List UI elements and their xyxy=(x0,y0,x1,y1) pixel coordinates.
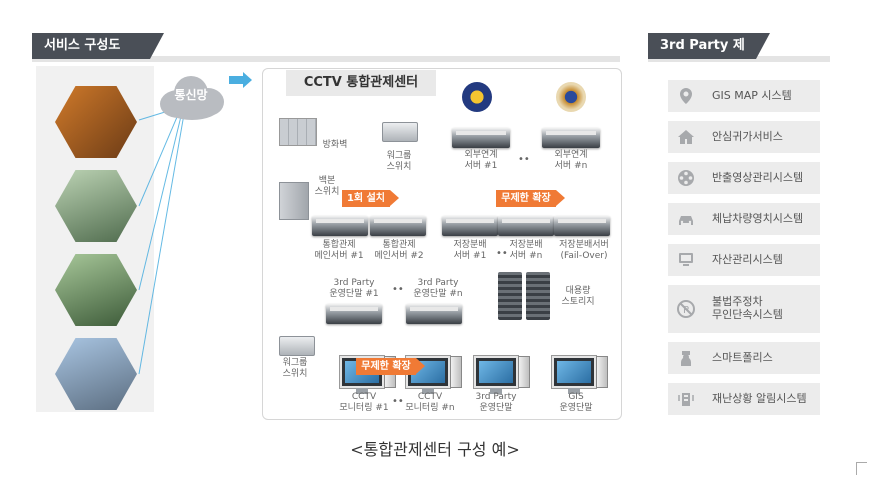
film-reel-icon xyxy=(678,170,694,186)
firewall-icon xyxy=(279,118,317,146)
storage-server-n xyxy=(498,216,554,236)
backbone-switch-icon xyxy=(279,182,309,220)
page-corner-mark xyxy=(856,462,867,475)
storage-server-1 xyxy=(442,216,498,236)
thirdparty-terminal-n-label: 3rd Party 운영단말 #n xyxy=(413,278,463,299)
thirdparty-terminal-1-label: 3rd Party 운영단말 #1 xyxy=(329,278,379,299)
monitor-icon xyxy=(679,253,693,266)
cctv-monitor-1-label: CCTV 모니터링 #1 xyxy=(339,392,389,413)
cctv-monitor-n-tower xyxy=(450,356,462,388)
badge-unlimited-expand-top: 무제한 확장 xyxy=(496,190,565,207)
svg-text:P: P xyxy=(683,305,689,316)
home-icon xyxy=(678,130,694,144)
product-item-safe-home: 안심귀가서비스 xyxy=(668,121,820,153)
police-icon xyxy=(681,351,691,366)
dots-ext: •• xyxy=(518,154,530,165)
product-label-safe-home: 안심귀가서비스 xyxy=(712,130,783,143)
main-server-1-label: 통합관제 메인서버 #1 xyxy=(314,240,364,261)
backbone-switch-label: 백본 스위치 xyxy=(314,176,340,197)
network-cloud: 통신망 xyxy=(156,72,226,122)
product-item-vehicle-seizure: 체납차량영치시스템 xyxy=(668,203,820,235)
dots-monitor: •• xyxy=(392,396,404,407)
fire-dept-emblem-icon xyxy=(556,82,586,112)
main-server-2-label: 통합관제 메인서버 #2 xyxy=(374,240,424,261)
mass-storage-unit-2 xyxy=(526,272,550,320)
thirdparty-terminal-1 xyxy=(326,304,382,324)
storage-server-n-label: 저장분배 서버 #n xyxy=(509,240,543,261)
storage-server-1-label: 저장분배 서버 #1 xyxy=(453,240,487,261)
thirdparty-terminal-tower xyxy=(518,356,530,388)
product-item-gis-map: GIS MAP 시스템 xyxy=(668,80,820,112)
map-pin-icon xyxy=(680,88,692,104)
thirdparty-terminal-label: 3rd Party 운영단말 xyxy=(475,392,517,413)
main-server-2 xyxy=(370,216,426,236)
workgroup-switch-top-label: 워그룹 스위치 xyxy=(386,151,412,172)
cloud-label: 통신망 xyxy=(174,88,208,102)
workgroup-switch-top-icon xyxy=(382,122,418,142)
firewall-label: 방화벽 xyxy=(322,140,348,150)
right-panel-title: 3rd Party 제품 xyxy=(648,33,770,79)
thirdparty-terminal-monitor xyxy=(474,356,518,394)
ext-server-n-label: 외부연계 서버 #n xyxy=(554,150,588,171)
storage-failover-label: 저장분배서버 (Fail-Over) xyxy=(559,240,609,261)
product-item-asset-mgmt: 자산관리시스템 xyxy=(668,244,820,276)
gis-terminal-label: GIS 운영단말 xyxy=(559,392,593,413)
ext-server-n xyxy=(542,128,600,148)
storage-server-failover xyxy=(554,216,610,236)
ext-server-1-label: 외부연계 서버 #1 xyxy=(464,150,498,171)
main-server-1 xyxy=(312,216,368,236)
alert-building-icon xyxy=(678,393,694,406)
right-header-band xyxy=(648,56,830,62)
product-label-vehicle-seizure: 체납차량영치시스템 xyxy=(712,212,804,225)
cctv-monitor-n-label: CCTV 모니터링 #n xyxy=(405,392,455,413)
left-panel-title: 서비스 구성도 xyxy=(32,33,164,59)
badge-unlimited-expand-bottom: 무제한 확장 xyxy=(356,358,425,375)
mass-storage-label: 대용량 스토리지 xyxy=(561,286,595,307)
product-label-gis-map: GIS MAP 시스템 xyxy=(712,89,792,102)
product-item-disaster-alert: 재난상황 알림시스템 xyxy=(668,383,820,415)
product-item-video-export: 반출영상관리시스템 xyxy=(668,162,820,194)
badge-once-install: 1회 설치 xyxy=(342,190,399,207)
gis-terminal-monitor xyxy=(552,356,596,394)
dots-storage: •• xyxy=(496,248,508,259)
control-center-title: CCTV 통합관제센터 xyxy=(286,70,436,96)
product-label-disaster-alert: 재난상황 알림시스템 xyxy=(712,392,807,405)
product-label-illegal-parking: 불법주정차 무인단속시스템 xyxy=(712,295,783,321)
workgroup-switch-bottom-label: 워그룹 스위치 xyxy=(282,358,308,379)
mass-storage-unit-1 xyxy=(498,272,522,320)
product-label-asset-mgmt: 자산관리시스템 xyxy=(712,253,783,266)
figure-caption: <통합관제센터 구성 예> xyxy=(350,440,520,459)
ext-server-1 xyxy=(452,128,510,148)
left-header-band xyxy=(32,56,620,62)
gis-terminal-tower xyxy=(596,356,608,388)
product-item-illegal-parking: P 불법주정차 무인단속시스템 xyxy=(668,285,820,333)
product-label-video-export: 반출영상관리시스템 xyxy=(712,171,804,184)
police-emblem-icon xyxy=(462,82,492,112)
dots-thirdparty: •• xyxy=(392,284,404,295)
workgroup-switch-bottom-icon xyxy=(279,336,315,356)
product-item-smart-police: 스마트폴리스 xyxy=(668,342,820,374)
no-parking-icon: P xyxy=(677,300,695,318)
thirdparty-terminal-n xyxy=(406,304,462,324)
product-label-smart-police: 스마트폴리스 xyxy=(712,351,773,364)
car-icon xyxy=(679,216,693,225)
